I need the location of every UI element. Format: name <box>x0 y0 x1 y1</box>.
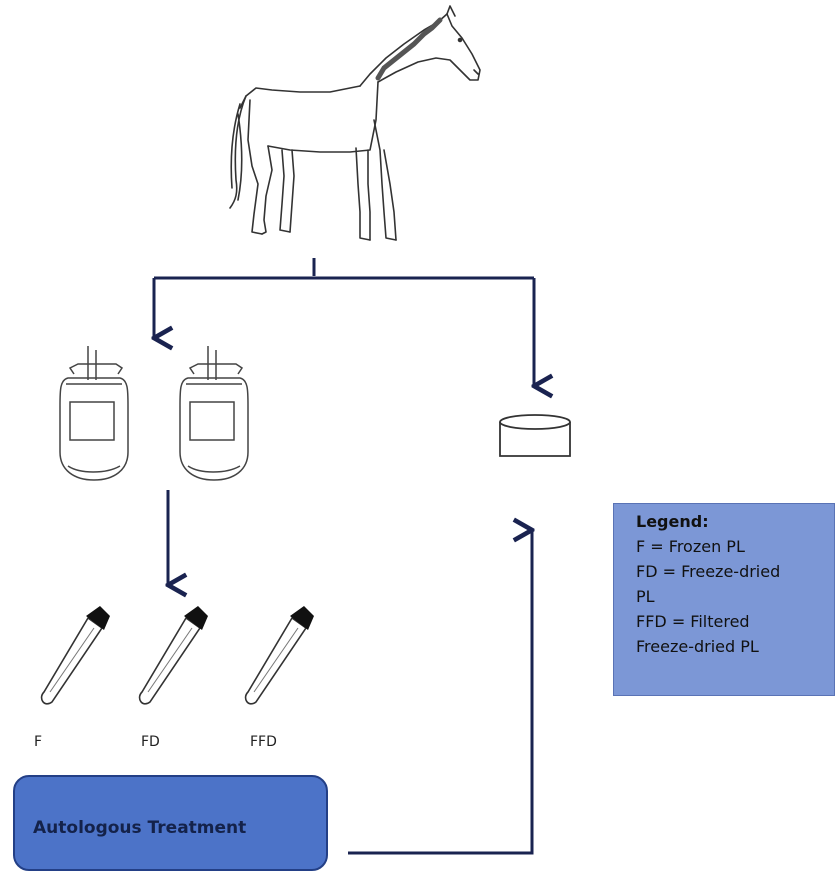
autologous-treatment-box: Autologous Treatment <box>13 775 328 871</box>
test-tube-icon <box>140 606 208 704</box>
blood-bag-icon <box>60 346 128 480</box>
autologous-treatment-label: Autologous Treatment <box>33 818 246 838</box>
blood-bag-icon <box>180 346 248 480</box>
legend-line: F = Frozen PL <box>636 534 824 559</box>
arrow-treatment-to-container <box>348 530 532 853</box>
legend-box: Legend: F = Frozen PL FD = Freeze-dried … <box>613 503 835 696</box>
tube-label-fd: FD <box>141 734 160 750</box>
tube-label-f: F <box>34 734 42 750</box>
horse-icon <box>230 6 480 240</box>
legend-line: FFD = Filtered <box>636 609 824 634</box>
container-dish-icon <box>500 415 570 456</box>
flow-connectors <box>154 258 534 853</box>
test-tube-icon <box>42 606 110 704</box>
legend-line: FD = Freeze-dried <box>636 559 824 584</box>
legend-title: Legend: <box>636 512 824 531</box>
test-tube-icon <box>246 606 314 704</box>
tube-label-ffd: FFD <box>250 734 277 750</box>
legend-line: Freeze-dried PL <box>636 634 824 659</box>
legend-line: PL <box>636 584 824 609</box>
